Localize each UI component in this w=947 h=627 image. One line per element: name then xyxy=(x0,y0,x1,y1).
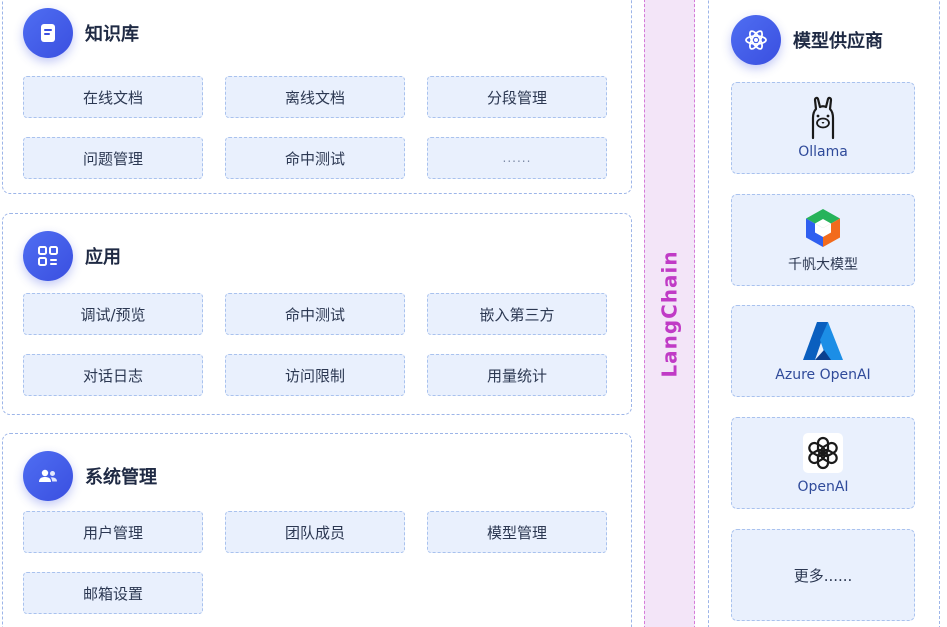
langchain-layer: LangChain xyxy=(644,0,695,627)
atom-icon xyxy=(731,15,781,65)
sys-email-settings[interactable]: 邮箱设置 xyxy=(23,572,203,614)
application-panel: 应用 调试/预览 命中测试 嵌入第三方 对话日志 访问限制 用量统计 xyxy=(2,213,632,415)
knowledge-base-header: 知识库 xyxy=(23,8,139,58)
sys-user-management[interactable]: 用户管理 xyxy=(23,511,203,553)
app-debug-preview[interactable]: 调试/预览 xyxy=(23,293,203,335)
sys-team-members[interactable]: 团队成员 xyxy=(225,511,405,553)
document-icon xyxy=(23,8,73,58)
qianfan-hexagon-icon xyxy=(801,206,845,250)
kb-more[interactable]: ...... xyxy=(427,137,607,179)
provider-ollama-label: Ollama xyxy=(798,144,848,160)
model-providers-panel: 模型供应商 Ollama xyxy=(708,0,940,627)
provider-openai-label: OpenAI xyxy=(797,479,849,495)
application-header: 应用 xyxy=(23,231,121,281)
app-access-limit[interactable]: 访问限制 xyxy=(225,354,405,396)
kb-segment-management[interactable]: 分段管理 xyxy=(427,76,607,118)
apps-grid-icon xyxy=(23,231,73,281)
app-usage-stats[interactable]: 用量统计 xyxy=(427,354,607,396)
kb-online-docs[interactable]: 在线文档 xyxy=(23,76,203,118)
kb-hit-test[interactable]: 命中测试 xyxy=(225,137,405,179)
app-hit-test[interactable]: 命中测试 xyxy=(225,293,405,335)
provider-qianfan-label: 千帆大模型 xyxy=(788,257,858,273)
azure-logo-icon xyxy=(801,319,845,363)
sys-model-management[interactable]: 模型管理 xyxy=(427,511,607,553)
provider-more-label: 更多...... xyxy=(793,566,853,585)
openai-logo-icon xyxy=(801,431,845,475)
users-icon xyxy=(23,451,73,501)
system-management-title: 系统管理 xyxy=(85,467,157,488)
model-providers-title: 模型供应商 xyxy=(793,31,883,52)
ollama-llama-icon xyxy=(801,96,845,140)
provider-more[interactable]: 更多...... xyxy=(731,529,915,621)
model-providers-header: 模型供应商 xyxy=(731,15,883,65)
system-management-panel: 系统管理 用户管理 团队成员 模型管理 邮箱设置 xyxy=(2,433,632,627)
kb-question-management[interactable]: 问题管理 xyxy=(23,137,203,179)
kb-offline-docs[interactable]: 离线文档 xyxy=(225,76,405,118)
system-management-header: 系统管理 xyxy=(23,451,157,501)
provider-ollama[interactable]: Ollama xyxy=(731,82,915,174)
provider-azure-openai-label: Azure OpenAI xyxy=(775,367,871,383)
provider-qianfan[interactable]: 千帆大模型 xyxy=(731,194,915,286)
provider-azure-openai[interactable]: Azure OpenAI xyxy=(731,305,915,397)
knowledge-base-panel: 知识库 在线文档 离线文档 分段管理 问题管理 命中测试 ...... xyxy=(2,0,632,194)
langchain-label: LangChain xyxy=(657,250,682,378)
app-embed-third-party[interactable]: 嵌入第三方 xyxy=(427,293,607,335)
provider-openai[interactable]: OpenAI xyxy=(731,417,915,509)
knowledge-base-title: 知识库 xyxy=(85,24,139,45)
app-chat-logs[interactable]: 对话日志 xyxy=(23,354,203,396)
application-title: 应用 xyxy=(85,247,121,268)
